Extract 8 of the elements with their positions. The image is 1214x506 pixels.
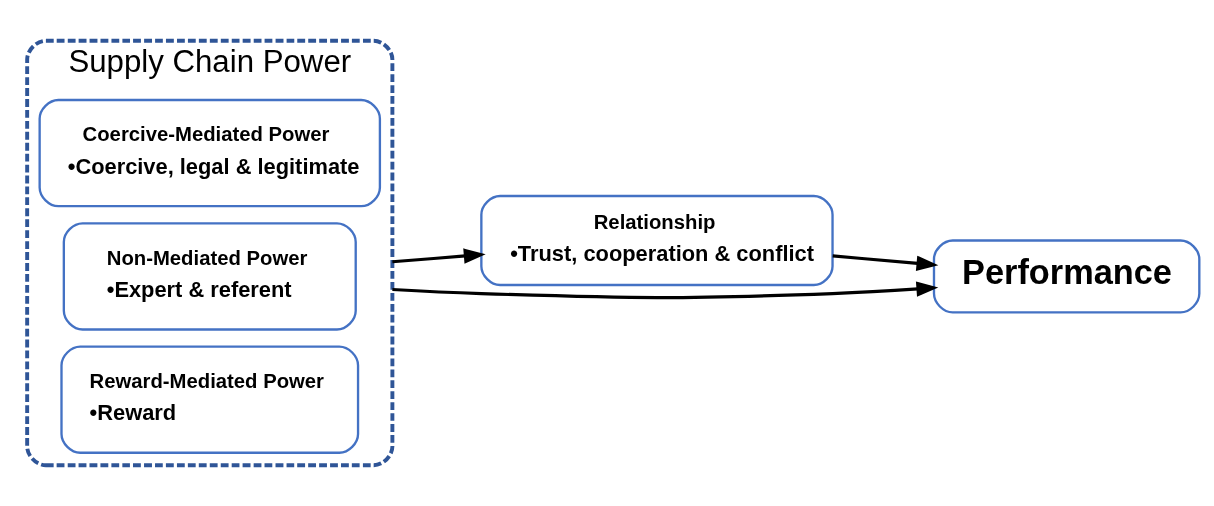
node-box: Relationship •Trust, cooperation & conflict (480, 194, 834, 287)
arrow (392, 248, 486, 264)
node-box: Performance (932, 239, 1201, 314)
node-box: Coercive-Mediated Power •Coercive, legal & legitimate (38, 98, 382, 208)
node-box: Reward-Mediated Power •Reward (60, 345, 360, 454)
node-box: Non-Mediated Power •Expert & referent (62, 222, 357, 331)
arrow (832, 254, 939, 271)
arrow (392, 281, 939, 300)
